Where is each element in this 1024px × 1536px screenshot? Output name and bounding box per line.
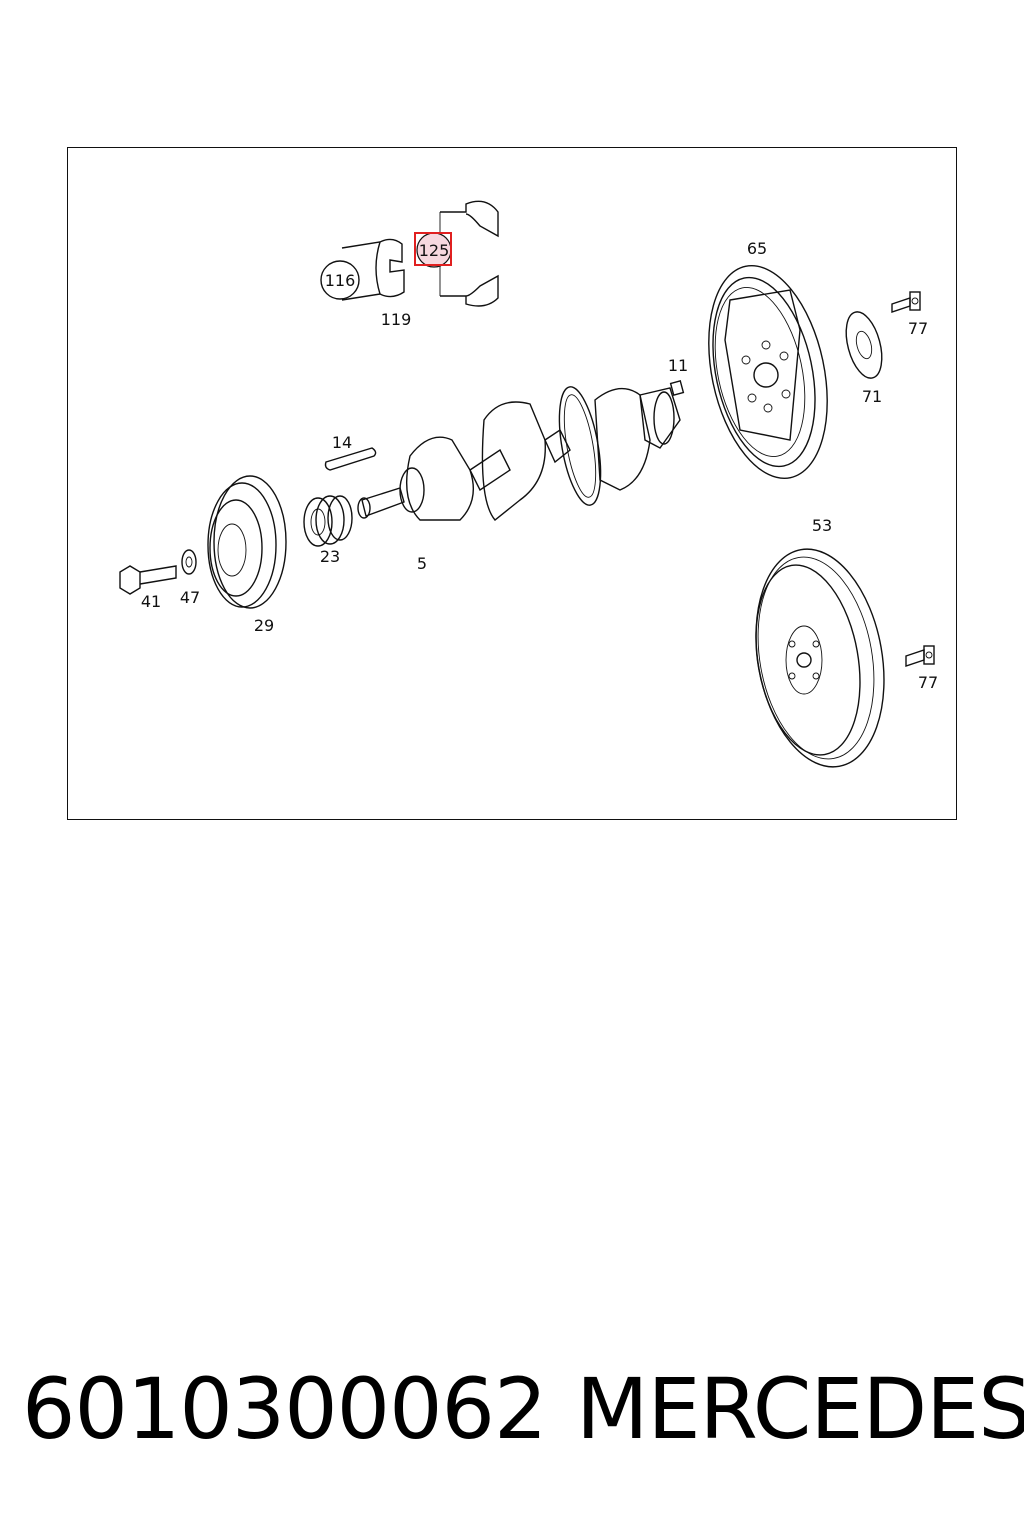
washer-71 [845,311,883,379]
label-77-upper: 77 [908,319,928,338]
label-65: 65 [747,239,767,258]
callout-116[interactable]: 116 [320,260,360,300]
bearing-shells [341,200,499,307]
crankshaft [357,386,681,521]
diagram-frame [67,147,957,820]
label-47: 47 [180,588,200,607]
label-11: 11 [668,356,688,375]
pulley-29 [207,475,287,609]
bolt-77-lower [905,645,935,667]
footer: 6010300062 MERCEDES [0,1360,1024,1470]
label-41: 41 [141,592,161,611]
bolt-77-upper [891,291,921,313]
bolt-41 [119,565,177,595]
label-5: 5 [417,554,427,573]
label-29: 29 [254,616,274,635]
label-23: 23 [320,547,340,566]
flywheel-53 [755,548,885,768]
label-116: 116 [325,271,356,290]
highlight-box [414,232,452,266]
label-14: 14 [332,433,352,452]
label-125: 125 [419,241,450,260]
callout-125-highlighted[interactable]: 125 [414,232,452,268]
label-71: 71 [862,387,882,406]
washer-47 [181,549,197,575]
label-77-lower: 77 [918,673,938,692]
key-14 [324,447,377,471]
gear-23 [303,495,353,547]
dowel-11 [669,380,685,396]
label-119: 119 [381,310,412,329]
brand-name: MERCEDES [576,1360,1024,1458]
label-53: 53 [812,516,832,535]
part-number: 6010300062 [22,1360,547,1458]
drive-plate [708,265,828,479]
